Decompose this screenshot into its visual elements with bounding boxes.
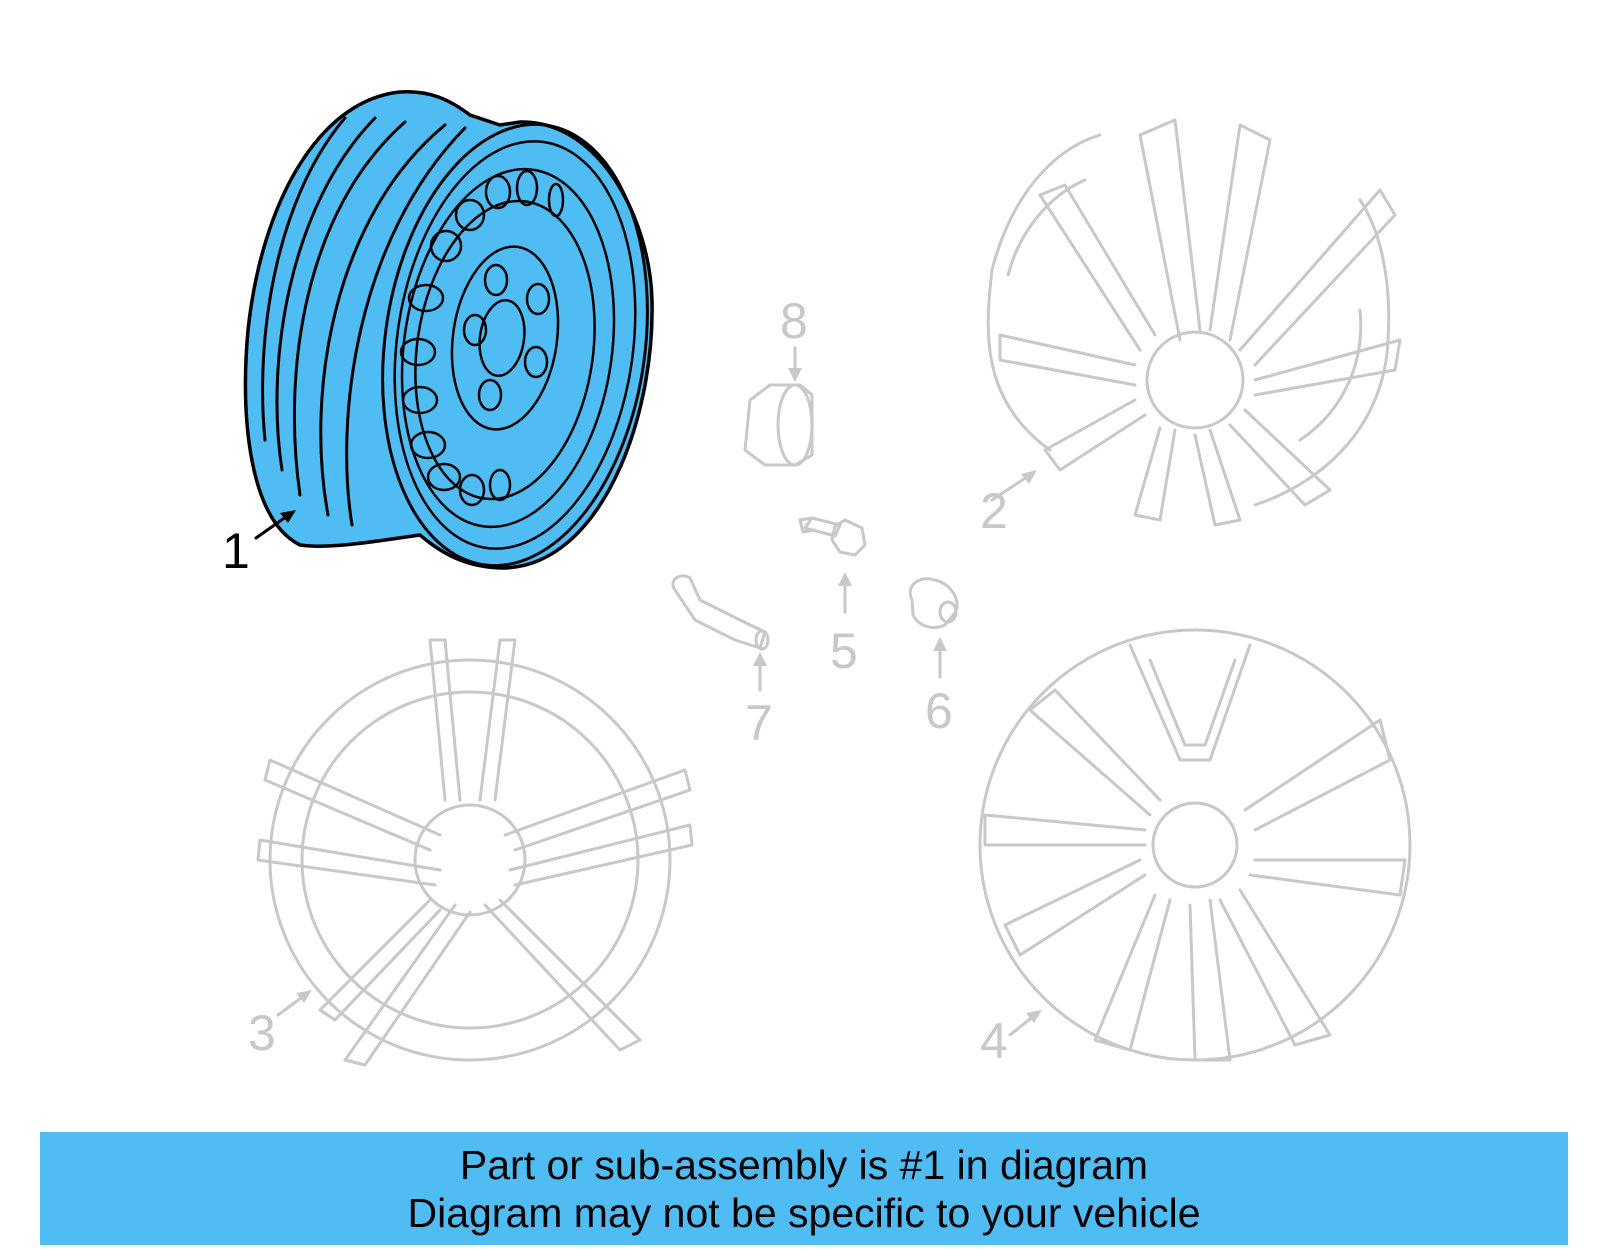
part-1-steel-wheel[interactable]	[243, 90, 675, 583]
part-3-alloy-wheel[interactable]	[256, 638, 694, 1067]
part-5-wheel-bolt[interactable]	[798, 516, 867, 614]
part-7-valve-stem[interactable]	[671, 574, 770, 692]
callout-label: 3	[248, 1005, 276, 1061]
info-banner: Part or sub-assembly is #1 in diagram Di…	[40, 1132, 1568, 1245]
callout-label: 5	[830, 623, 858, 679]
part-4-wheel-cover[interactable]	[978, 628, 1412, 1062]
callout-label: 4	[980, 1013, 1008, 1069]
part-8-center-cap[interactable]	[743, 346, 814, 467]
banner-line-1: Part or sub-assembly is #1 in diagram	[459, 1142, 1149, 1188]
callout-label: 6	[925, 683, 953, 739]
callout-label: 2	[980, 483, 1008, 539]
callout-label: 1	[222, 523, 250, 579]
parts-diagram: 1 2 3	[222, 90, 1412, 1069]
part-2-alloy-wheel[interactable]	[986, 118, 1402, 527]
part-6-lug-nut-cap[interactable]	[908, 577, 959, 679]
banner-line-2: Diagram may not be specific to your vehi…	[407, 1190, 1201, 1236]
callout-label: 8	[780, 293, 808, 349]
callout-label: 7	[745, 695, 773, 751]
